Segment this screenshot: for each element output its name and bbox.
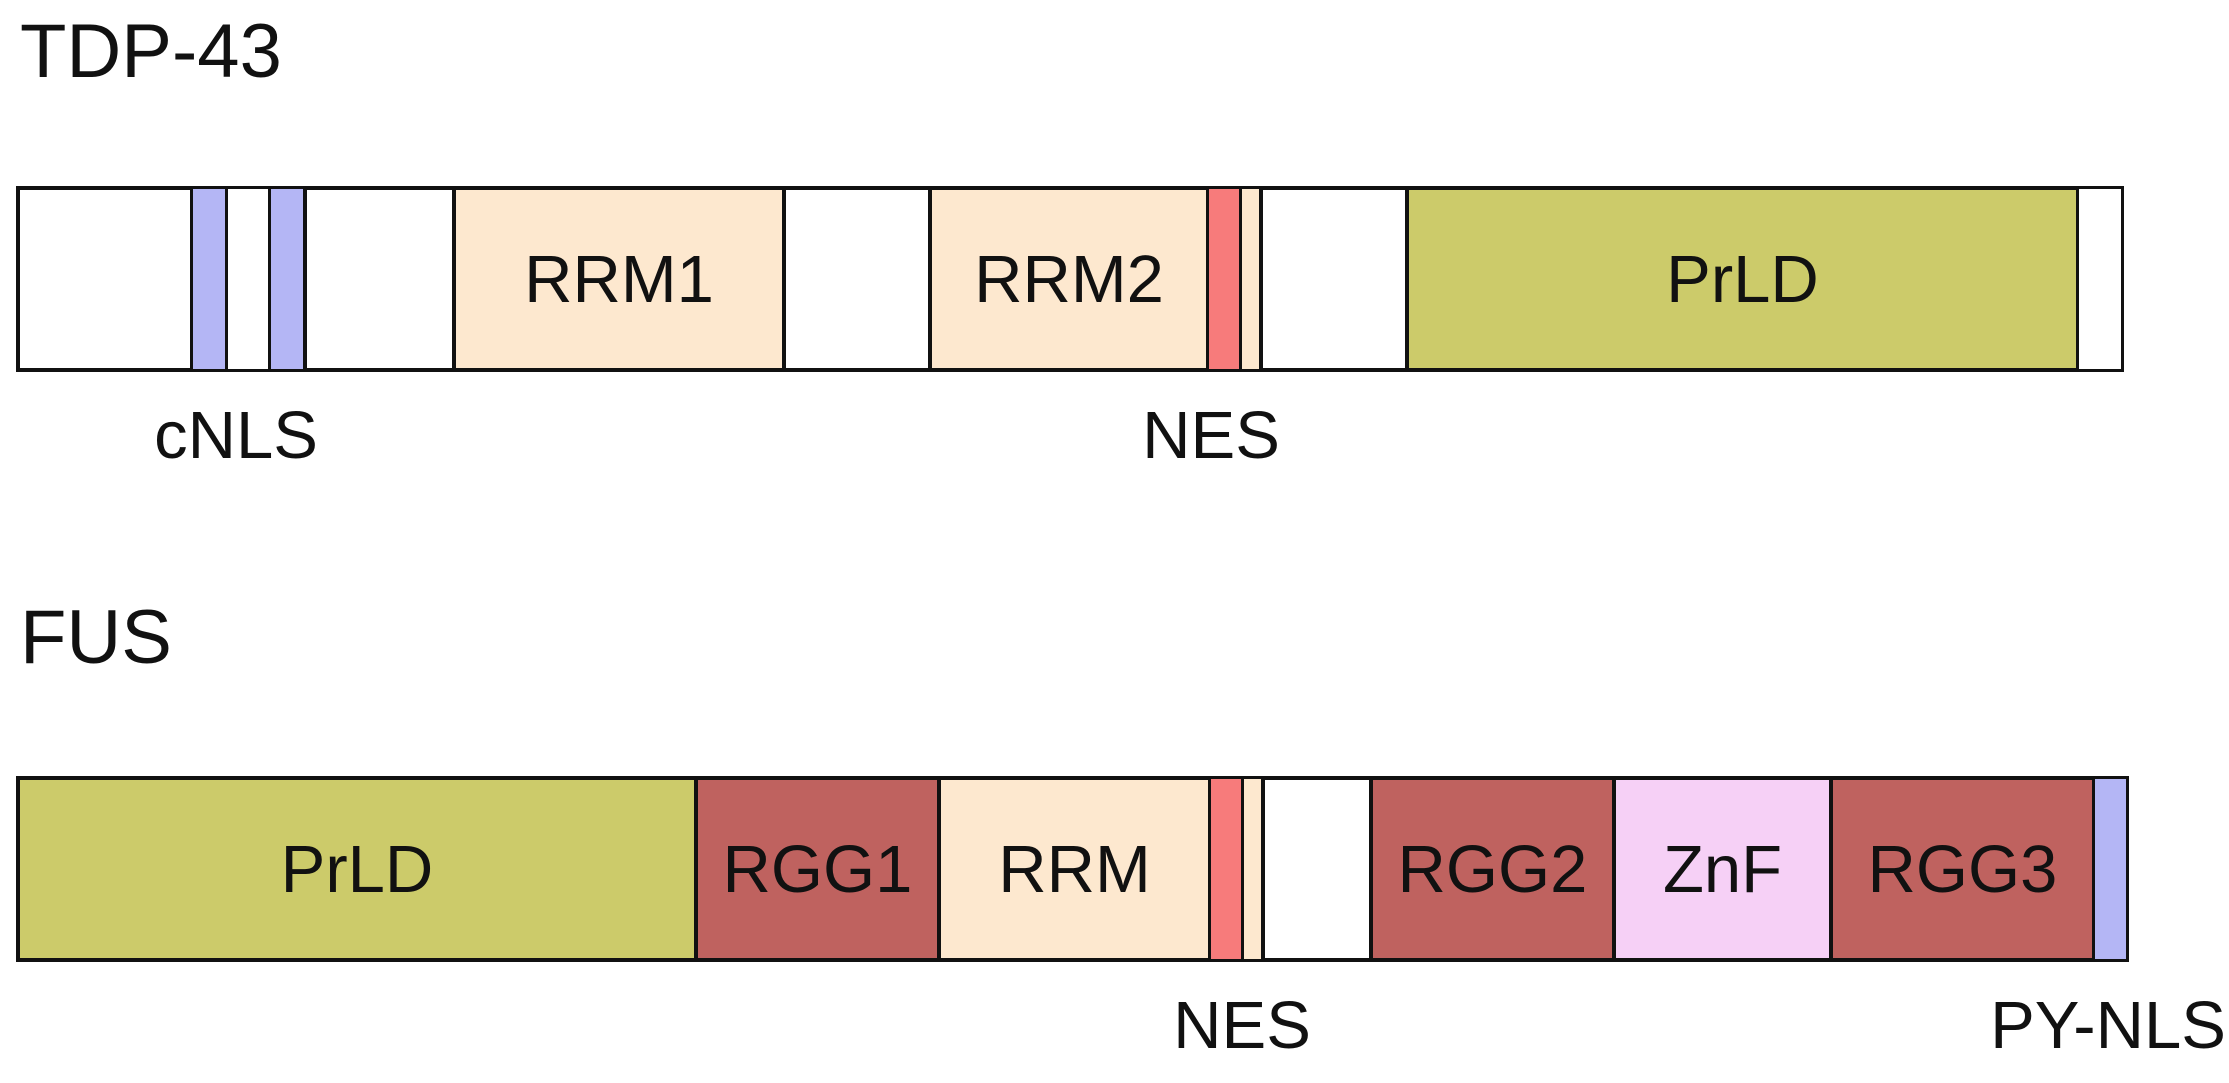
annotation-cnls: cNLS [154,398,318,473]
domain-label: RRM1 [524,241,714,317]
domain-label: RRM [998,831,1151,907]
annotation-py-nls: PY-NLS [1990,988,2226,1063]
domain-linker-3 [1259,186,1409,372]
domain-prld: PrLD [1405,186,2080,372]
domain-nterm [16,186,194,372]
domain-label: PrLD [1666,241,1819,317]
domain-nes [1206,186,1243,372]
domain-label: RGG3 [1867,831,2058,907]
domain-py-nls [2092,776,2129,962]
domain-cnls-1 [190,186,229,372]
domain-nes [1208,776,1245,962]
domain-cterm [2076,186,2124,372]
annotation-nes: NES [1173,988,1311,1063]
domain-linker-1 [303,186,456,372]
domain-linker [1261,776,1373,962]
domain-bar: RRM1 RRM2 PrLD [16,186,2124,372]
domain-label: PrLD [280,831,434,907]
domain-rrm2: RRM2 [928,186,1210,372]
domain-spacer-1 [225,186,272,372]
domain-rgg1: RGG1 [694,776,941,962]
domain-rgg2: RGG2 [1369,776,1616,962]
domain-znf: ZnF [1612,776,1833,962]
domain-rrm: RRM [937,776,1212,962]
domain-bar: PrLD RGG1 RRM RGG2 ZnF RGG3 [16,776,2129,962]
domain-prld: PrLD [16,776,698,962]
domain-label: RGG2 [1397,831,1588,907]
protein-title: FUS [20,595,172,680]
domain-rgg3: RGG3 [1829,776,2096,962]
domain-label: ZnF [1662,831,1783,907]
domain-label: RGG1 [722,831,913,907]
annotation-nes: NES [1142,398,1280,473]
domain-label: RRM2 [974,241,1164,317]
domain-cnls-2 [268,186,307,372]
protein-title: TDP-43 [20,9,282,94]
domain-rrm1: RRM1 [452,186,786,372]
domain-linker-2 [782,186,932,372]
